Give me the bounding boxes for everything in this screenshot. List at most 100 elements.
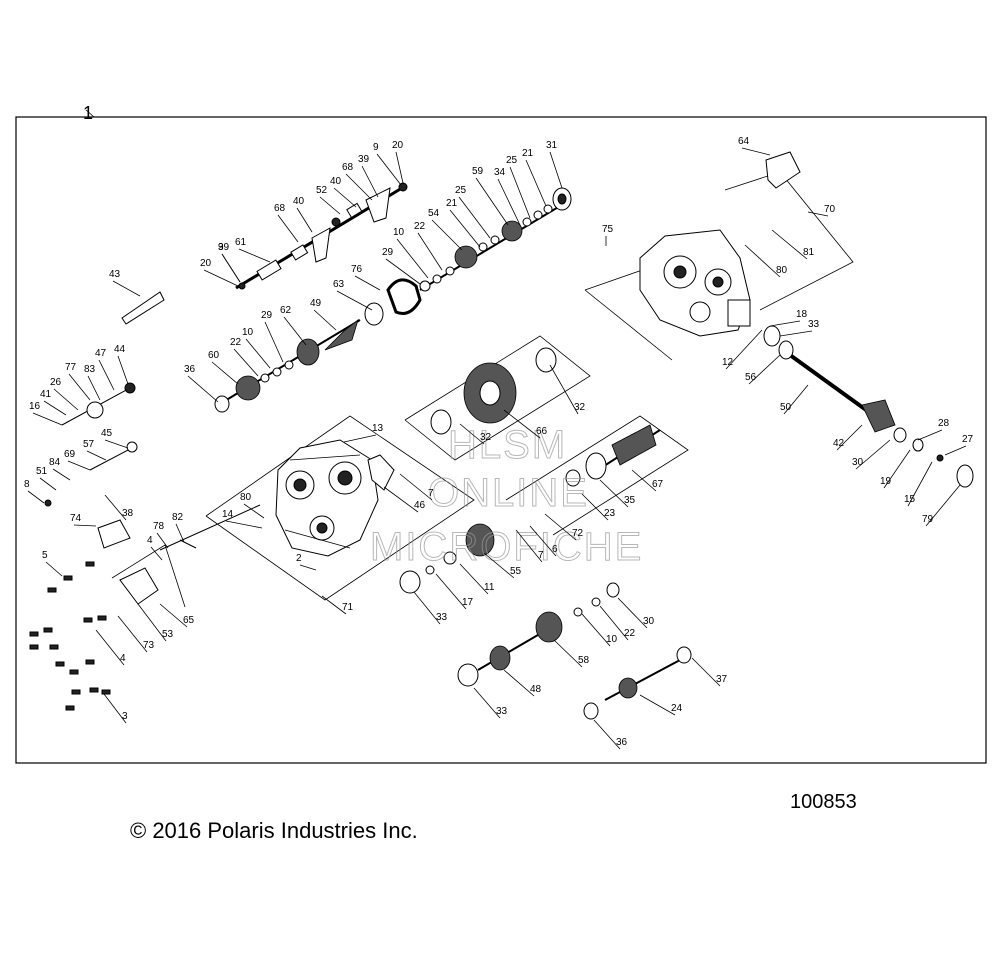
callout-leader [515,529,543,563]
callout-label: 41 [40,389,52,400]
callout-leader [883,449,911,489]
callout-label: 38 [122,508,134,519]
callout-leader [376,153,402,186]
callout-label: 30 [643,616,655,627]
callout-label: 3 [122,711,128,722]
callout-label: 42 [833,438,845,449]
callout-leader [769,320,801,327]
callout-leader [431,219,463,251]
callout-label: 72 [572,528,584,539]
callout-label: 74 [70,513,82,524]
callout-leader [617,597,648,629]
callout-label: 32 [574,402,586,413]
callout-label: 21 [522,148,534,159]
callout-leader [483,552,515,579]
callout-leader [544,513,577,541]
callout-label: 50 [780,402,792,413]
callout-label: 29 [382,247,394,258]
callout-label: 34 [494,167,506,178]
callout-leader [98,359,115,391]
callout-leader [361,165,379,198]
callout-label: 9 [373,142,379,153]
callout-label: 11 [484,582,495,593]
callout-leader [925,484,961,527]
callout-leader [581,493,609,521]
callout-label: 40 [293,196,305,207]
callout-label: 2 [296,553,302,564]
callout-leader [503,409,541,439]
mounting-bracket [765,151,801,189]
callout-label: 51 [36,466,48,477]
intermediate-gear-shaft [565,424,661,487]
callout-leader [187,375,219,403]
callout-leader [264,321,284,363]
drive-chain [386,278,422,315]
callout-label: 19 [880,476,892,487]
callout-leader [385,258,421,285]
callout-leader [225,520,263,529]
callout-leader [137,603,167,642]
callout-label: 69 [64,449,76,460]
callout-leader [313,309,337,331]
callout-leader [296,207,313,233]
callout-leader [383,486,419,513]
callout-label: 55 [510,566,522,577]
callout-label: 35 [624,495,636,506]
callout-label: 66 [536,426,548,437]
callout-label: 68 [342,162,354,173]
callout-label: 40 [330,176,342,187]
callout-leader [907,461,933,507]
callout-label: 14 [222,509,234,520]
callout-label: 13 [372,423,384,434]
callout-leader [243,503,265,519]
callout-leader [783,384,809,415]
callout-leader [104,494,127,521]
callout-label: 10 [242,327,254,338]
callout-leader [159,603,188,628]
callout-label: 36 [184,364,196,375]
callout-label: 29 [261,310,273,321]
callout-leader [691,657,721,687]
sprocket-washer [364,302,384,326]
callout-leader [855,439,891,470]
callout-leader [473,687,501,719]
callout-label: 22 [624,628,636,639]
callout-label: 33 [808,319,820,330]
callout-leader [238,248,271,263]
callout-leader [103,693,127,724]
callout-leader [87,375,101,401]
callout-label: 48 [530,684,542,695]
callout-leader [112,280,141,297]
callout-leader [917,429,943,441]
callout-label: 25 [506,155,518,166]
callout-leader [45,561,63,577]
callout-label: 15 [904,494,916,505]
callout-label: 78 [153,521,165,532]
callout-label: 22 [230,337,242,348]
callout-leader [395,151,404,184]
callout-label: 25 [455,185,467,196]
callout-label: 53 [162,629,174,640]
callout-label: 8 [24,479,30,490]
callout-label: 77 [65,362,77,373]
callout-leader [52,468,71,481]
callout-leader [277,214,299,243]
callout-label: 76 [351,264,363,275]
callout-label: 23 [604,508,616,519]
callout-label: 39 [218,242,230,253]
callout-leader [203,269,239,287]
callout-label: 5 [42,550,48,561]
group-bracket-65 [111,544,186,608]
callout-leader [553,639,583,668]
callout-label: 64 [738,136,750,147]
callout-label: 68 [274,203,286,214]
callout-leader [319,196,341,215]
callout-label: 4 [120,653,126,664]
callout-label: 33 [436,612,448,623]
callout-leader [529,525,557,557]
callout-leader [459,563,489,595]
callout-leader [345,173,373,201]
callout-leader [67,460,91,471]
